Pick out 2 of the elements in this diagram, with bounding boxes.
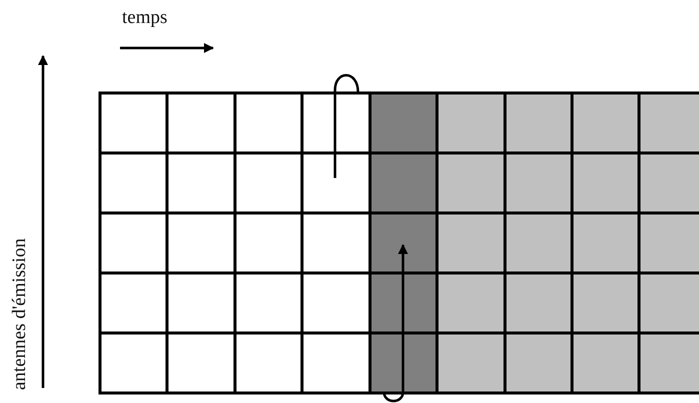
axis-label: temps	[122, 8, 168, 27]
axis-label: antennes d'émission	[10, 238, 29, 390]
